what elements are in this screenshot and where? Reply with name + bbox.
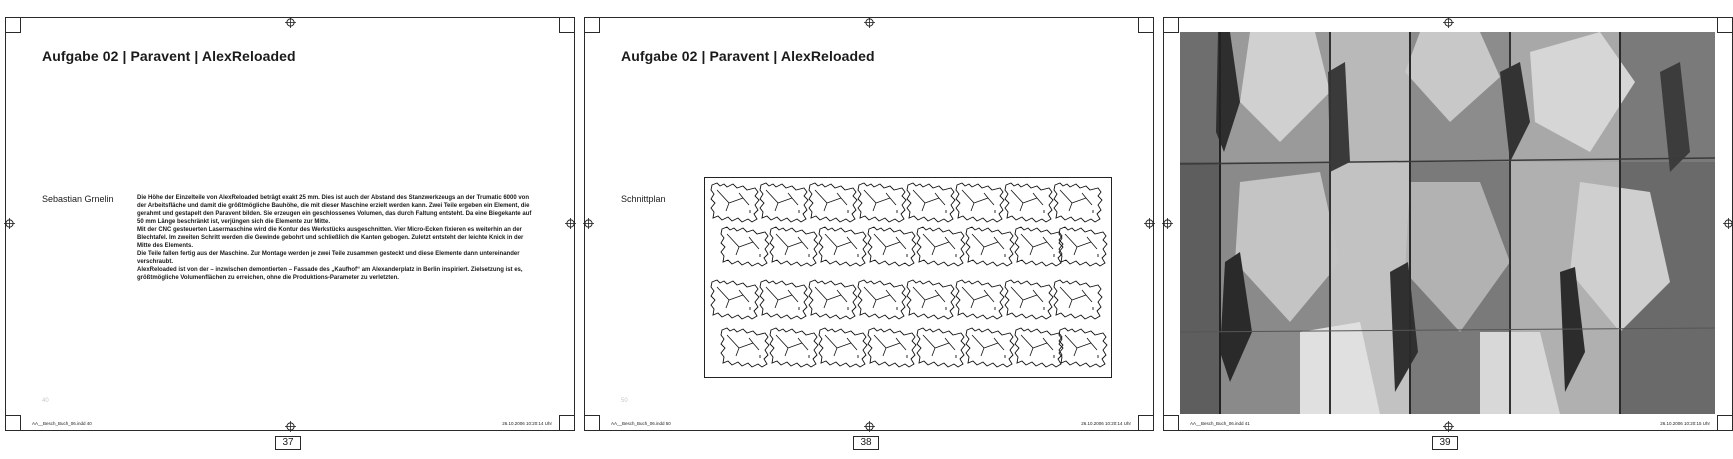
body-paragraph: Die Teile fallen fertig aus der Maschine…: [137, 251, 520, 265]
body-paragraph: Die Höhe der Einzelteile von AlexReloade…: [137, 195, 532, 225]
crop-mark: [559, 415, 574, 430]
slug-file-info: AA__Besch_Buch_06.indd 40: [32, 421, 92, 426]
spread-page-39[interactable]: AA__Besch_Buch_06.indd 41 26.10.2006 10:…: [1162, 17, 1733, 432]
cutting-plan-row: [710, 279, 1103, 320]
registration-mark-icon: [864, 421, 875, 432]
registration-mark-icon: [583, 218, 594, 229]
crop-mark: [1138, 415, 1153, 430]
cutting-plan-drawing: [704, 177, 1112, 378]
body-text: Die Höhe der Einzelteile von AlexReloade…: [137, 194, 535, 282]
crop-mark: [1164, 18, 1179, 33]
registration-mark-icon: [1443, 17, 1454, 28]
registration-mark-icon: [1723, 218, 1733, 229]
section-label: Schnittplan: [621, 194, 666, 204]
cutting-plan-row: [720, 226, 1108, 267]
registration-mark-icon: [864, 17, 875, 28]
spread-page-37[interactable]: Aufgabe 02 | Paravent | AlexReloaded Seb…: [4, 17, 576, 432]
cutting-plan-row: [710, 182, 1103, 223]
crop-mark: [585, 415, 600, 430]
registration-mark-icon: [1162, 218, 1173, 229]
registration-mark-icon: [4, 218, 15, 229]
page-number-38[interactable]: 38: [853, 436, 879, 450]
cutting-plan-row: [720, 327, 1108, 368]
crop-mark: [1138, 18, 1153, 33]
page-title: Aufgabe 02 | Paravent | AlexReloaded: [621, 48, 875, 64]
folio-number: 50: [621, 398, 628, 404]
crop-mark: [1164, 415, 1179, 430]
crop-mark: [6, 415, 21, 430]
body-paragraph: Mit der CNC gesteuerten Lasermaschine wi…: [137, 227, 524, 249]
registration-mark-icon: [1144, 218, 1155, 229]
facade-photo-image: [1180, 32, 1715, 414]
body-paragraph: AlexReloaded ist von der – inzwischen de…: [137, 267, 523, 281]
page-number-37[interactable]: 37: [275, 436, 301, 450]
registration-mark-icon: [285, 421, 296, 432]
spread-page-38[interactable]: Aufgabe 02 | Paravent | AlexReloaded Sch…: [583, 17, 1155, 432]
crop-mark: [1717, 415, 1732, 430]
slug-timestamp: 26.10.2006 10:20:14 Uhr: [1081, 421, 1131, 426]
slug-timestamp: 26.10.2006 10:20:15 Uhr: [1660, 421, 1710, 426]
page-title: Aufgabe 02 | Paravent | AlexReloaded: [42, 48, 296, 64]
slug-file-info: AA__Besch_Buch_06.indd 50: [611, 421, 671, 426]
registration-mark-icon: [1443, 421, 1454, 432]
facade-photo: [1180, 32, 1715, 414]
slug-file-info: AA__Besch_Buch_06.indd 41: [1190, 421, 1250, 426]
crop-mark: [559, 18, 574, 33]
crop-mark: [1717, 18, 1732, 33]
page-number-39[interactable]: 39: [1432, 436, 1458, 450]
crop-mark: [6, 18, 21, 33]
author-name: Sebastian Grnelin: [42, 194, 114, 204]
folio-number: 40: [42, 398, 49, 404]
crop-mark: [585, 18, 600, 33]
registration-mark-icon: [285, 17, 296, 28]
cutting-plan-svg: [710, 182, 1108, 368]
registration-mark-icon: [565, 218, 576, 229]
slug-timestamp: 26.10.2006 10:20:14 Uhr: [502, 421, 552, 426]
